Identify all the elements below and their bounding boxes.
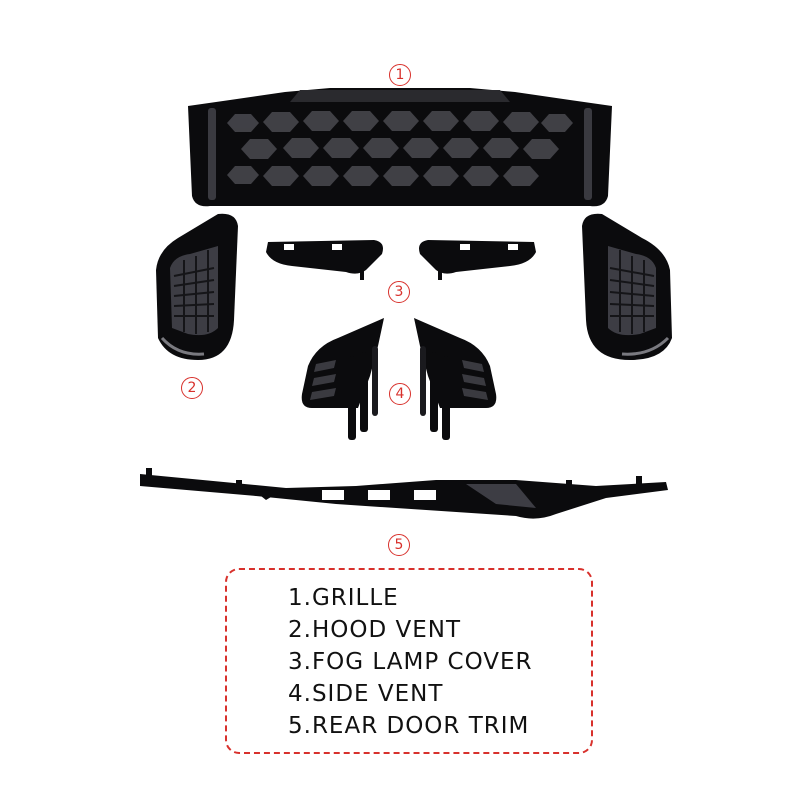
legend-item-hood-vent: 2.HOOD VENT (288, 617, 461, 643)
grille-image (188, 88, 612, 207)
side-vent-right-image (414, 318, 497, 440)
fog-lamp-cover-left-image (266, 240, 383, 280)
legend-item-fog-lamp-cover: 3.FOG LAMP COVER (288, 649, 533, 675)
legend-item-side-vent: 4.SIDE VENT (288, 681, 444, 707)
marker-rear-door-trim: 5 (388, 534, 410, 556)
marker-side-vent: 4 (389, 383, 411, 405)
legend-item-rear-door-trim: 5.REAR DOOR TRIM (288, 713, 530, 739)
fog-lamp-cover-right-image (419, 240, 536, 280)
hood-vent-left-image (156, 213, 238, 360)
marker-grille: 1 (389, 64, 411, 86)
rear-door-trim-image (140, 468, 668, 519)
legend-box (225, 568, 593, 754)
legend-list: 1.GRILLE 2.HOOD VENT 3.FOG LAMP COVER 4.… (288, 582, 533, 742)
legend-item-grille: 1.GRILLE (288, 585, 399, 611)
hood-vent-right-image (582, 213, 672, 360)
side-vent-left-image (301, 318, 384, 440)
marker-fog-lamp-cover: 3 (388, 281, 410, 303)
marker-hood-vent: 2 (181, 377, 203, 399)
